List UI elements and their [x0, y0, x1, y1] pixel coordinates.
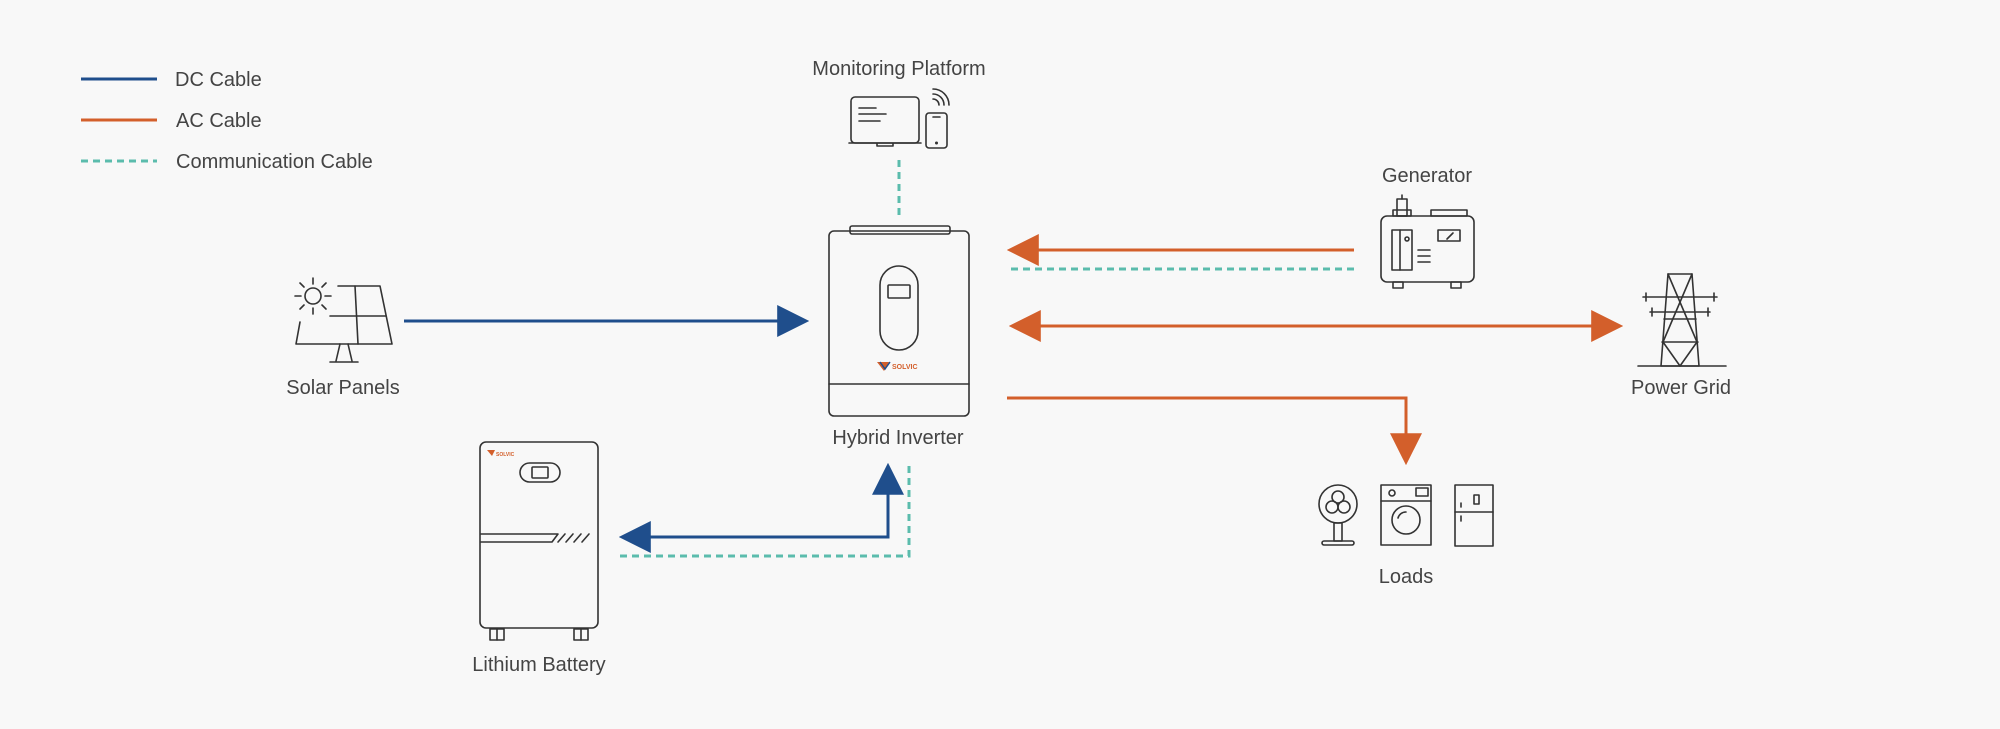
- monitoring-platform-node: Monitoring Platform: [812, 58, 986, 149]
- legend: DC Cable AC Cable Communication Cable: [81, 69, 373, 173]
- inverter-icon: [828, 225, 970, 417]
- solar-panels-node: Solar Panels: [286, 277, 400, 399]
- wifi-icon: [932, 88, 950, 106]
- dc-line-battery-to-inverter: [650, 462, 904, 539]
- sun-icon: [294, 277, 332, 315]
- generator-icon: [1380, 194, 1475, 289]
- comm-line-battery: [620, 462, 911, 558]
- power-grid-label: Power Grid: [1631, 377, 1731, 399]
- loads-node: Loads: [1318, 484, 1494, 588]
- refrigerator-icon: [1454, 484, 1494, 547]
- battery-icon: [479, 441, 599, 641]
- legend-dc-label: DC Cable: [175, 69, 262, 91]
- legend-comm-label: Communication Cable: [176, 151, 373, 173]
- legend-ac-label: AC Cable: [176, 110, 262, 132]
- monitoring-platform-label: Monitoring Platform: [812, 58, 985, 80]
- battery-brand-logo: SOLVIC: [496, 452, 515, 458]
- generator-node: Generator: [1380, 165, 1475, 289]
- hybrid-inverter-node: SOLVIC Hybrid Inverter: [828, 225, 970, 449]
- inverter-brand-logo: SOLVIC: [892, 364, 918, 371]
- fan-icon: [1318, 484, 1358, 546]
- ac-line-loads: [1007, 396, 1422, 466]
- transmission-tower-icon: [1637, 273, 1727, 367]
- washing-machine-icon: [1380, 484, 1432, 546]
- lithium-battery-label: Lithium Battery: [472, 654, 605, 676]
- smartphone-icon: [925, 112, 948, 149]
- generator-label: Generator: [1382, 165, 1472, 187]
- connections: [404, 160, 1624, 558]
- loads-label: Loads: [1379, 566, 1434, 588]
- solar-panels-label: Solar Panels: [286, 377, 399, 399]
- laptop-icon: [848, 96, 922, 147]
- lithium-battery-node: SOLVIC Lithium Battery: [472, 441, 606, 676]
- solar-panel-icon: [294, 277, 393, 363]
- power-grid-node: Power Grid: [1631, 273, 1731, 399]
- hybrid-inverter-label: Hybrid Inverter: [832, 427, 963, 449]
